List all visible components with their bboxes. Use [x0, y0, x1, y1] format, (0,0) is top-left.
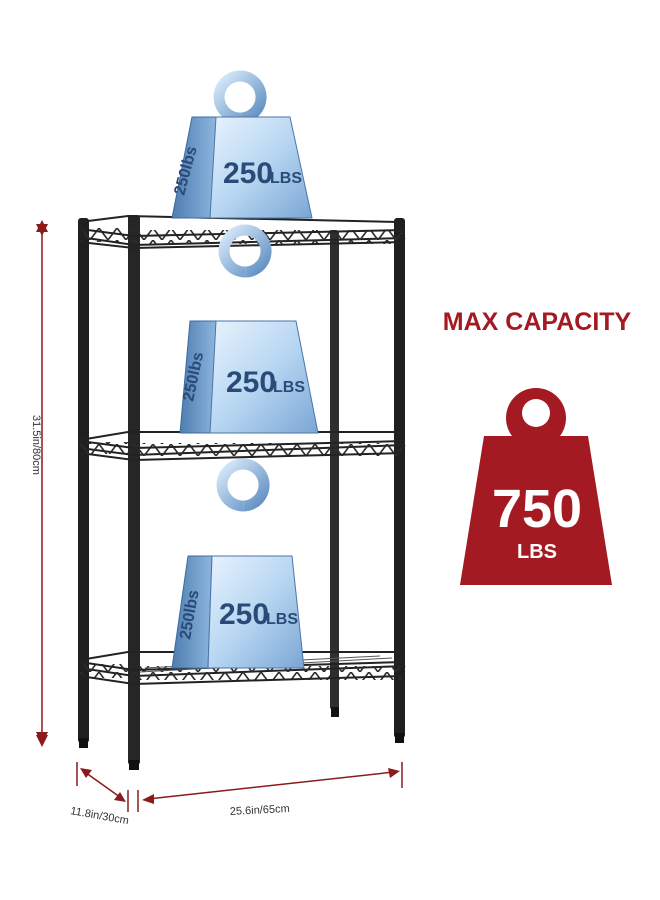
- height-label: 31.5in/80cm: [30, 415, 42, 475]
- foot: [331, 707, 339, 717]
- weight-unit: LBS: [273, 379, 305, 396]
- weight-bottom: 250lbs 250 LBS: [171, 458, 305, 669]
- depth-dimension: 11.8in/30cm: [69, 762, 130, 827]
- wire-shelf-unit: [78, 214, 406, 770]
- back-left-post: [128, 215, 140, 765]
- weight-unit: LBS: [270, 170, 302, 187]
- depth-label: 11.8in/30cm: [69, 805, 129, 827]
- weight-middle: 250lbs 250 LBS: [179, 224, 319, 434]
- capacity-weight-icon: [460, 388, 612, 585]
- shelf-middle: [79, 431, 406, 461]
- back-right-post: [330, 230, 339, 710]
- weight-value: 250: [219, 598, 269, 631]
- foot: [79, 738, 88, 748]
- max-capacity-panel: MAX CAPACITY 750 LBS: [443, 308, 632, 585]
- capacity-value: 750: [492, 479, 582, 539]
- foot: [395, 733, 404, 743]
- front-right-post: [394, 218, 405, 738]
- height-dimension: 31.5in/80cm: [30, 220, 48, 747]
- weight-value: 250: [223, 157, 273, 190]
- width-dimension: 25.6in/65cm: [137, 762, 403, 818]
- weight-unit: LBS: [266, 611, 298, 628]
- foot: [129, 760, 139, 770]
- capacity-unit: LBS: [517, 541, 557, 563]
- max-capacity-title: MAX CAPACITY: [443, 308, 632, 336]
- front-left-post: [78, 218, 89, 743]
- weight-value: 250: [226, 366, 276, 399]
- weight-top: 250lbs 250 LBS: [171, 70, 313, 219]
- width-label: 25.6in/65cm: [230, 803, 290, 818]
